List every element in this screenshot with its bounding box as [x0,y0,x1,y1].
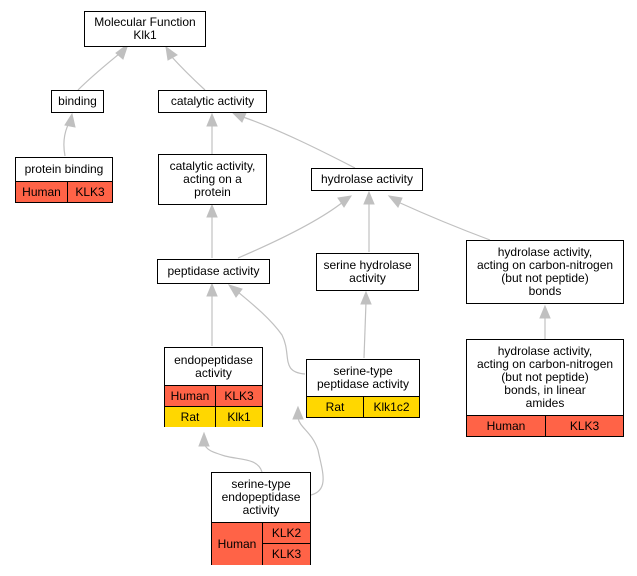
arrow-serpep-serhydrolase [360,290,372,305]
arrow-peptidase-catprotein [206,203,218,218]
node-label: hydrolase activity [320,172,414,186]
arrow-catprotein-catalytic [206,112,218,127]
ortholog-gene: KLK3 [216,386,262,406]
arrow-catalytic-root [165,45,178,61]
ortholog-gene: Klk1 [216,407,262,427]
node-hydrolase-activity[interactable]: hydrolase activity [311,168,423,191]
node-label: protein binding [24,162,104,176]
arrow-serendo-serpep [292,405,304,420]
node-label: serine-type endopeptidase activity [221,477,301,517]
node-hydrolase-activity-linear-amides[interactable]: hydrolase activity, acting on carbon-nit… [466,339,624,437]
edge-serendo-endopep [203,442,263,473]
node-label: catalytic activity [170,94,255,108]
ortholog-gene: KLK2 [263,523,310,544]
node-binding[interactable]: binding [51,90,104,113]
arrow-binding-root [115,42,129,60]
node-label: catalytic activity, acting on a protein [169,159,256,199]
arrow-hydrolase-catalytic [230,111,247,123]
ortholog-species-human: Human [16,182,68,202]
node-protein-binding[interactable]: protein binding Human KLK3 [15,157,113,203]
ortholog-gene: KLK3 [68,182,112,202]
ortholog-gene: Klk1c2 [364,397,419,417]
node-serine-hydrolase-activity[interactable]: serine hydrolase activity [316,253,419,291]
node-label: endopeptidase activity [174,352,253,380]
edge-serpep-peptidase [237,291,306,375]
edge-serpep-serhydrolase [363,301,367,359]
arrow-serpep-peptidase [227,284,243,298]
arrow-proteinbinding-binding [64,112,76,128]
arrow-hydcnlin-hydcn [539,304,551,319]
node-label: serine-type peptidase activity [316,364,410,391]
ortholog-gene: KLK3 [546,416,623,436]
edge-hydrolase-catalytic [242,116,356,169]
edge-serendo-serpep [297,417,324,496]
node-molecular-function[interactable]: Molecular Function Klk1 [84,11,206,47]
node-label: hydrolase activity, acting on carbon-nit… [476,245,614,298]
node-label: serine hydrolase activity [323,258,412,285]
ortholog-species-human: Human [165,386,216,406]
ortholog-gene: KLK3 [263,544,310,565]
arrow-serendo-endopep [198,431,210,447]
node-catalytic-activity-on-protein[interactable]: catalytic activity, acting on a protein [158,154,267,205]
edge-peptidase-hydrolase [237,201,344,259]
arrow-endopep-peptidase [206,282,218,297]
node-catalytic-activity[interactable]: catalytic activity [158,90,267,113]
node-peptidase-activity[interactable]: peptidase activity [157,259,270,284]
node-label: peptidase activity [167,264,260,278]
ortholog-species-human: Human [467,416,546,436]
ortholog-species-rat: Rat [165,407,216,427]
node-label: hydrolase activity, acting on carbon-nit… [476,344,614,410]
ortholog-species-rat: Rat [307,397,364,417]
node-endopeptidase-activity[interactable]: endopeptidase activity Human KLK3 Rat Kl… [164,347,263,427]
node-hydrolase-activity-carbon-nitrogen[interactable]: hydrolase activity, acting on carbon-nit… [466,240,624,304]
arrow-hydcn-hydrolase [387,195,403,208]
node-label: Molecular Function Klk1 [94,15,196,42]
edge-hydcn-hydrolase [397,201,491,241]
ortholog-species-human: Human [212,523,263,565]
node-serine-type-endopeptidase-activity[interactable]: serine-type endopeptidase activity Human… [211,472,311,565]
node-serine-type-peptidase-activity[interactable]: serine-type peptidase activity Rat Klk1c… [306,359,420,418]
node-label: binding [58,94,97,108]
arrow-serhydrolase-hydrolase [363,190,375,205]
edge-catalytic-root [170,55,206,91]
arrow-peptidase-hydrolase [337,195,353,208]
